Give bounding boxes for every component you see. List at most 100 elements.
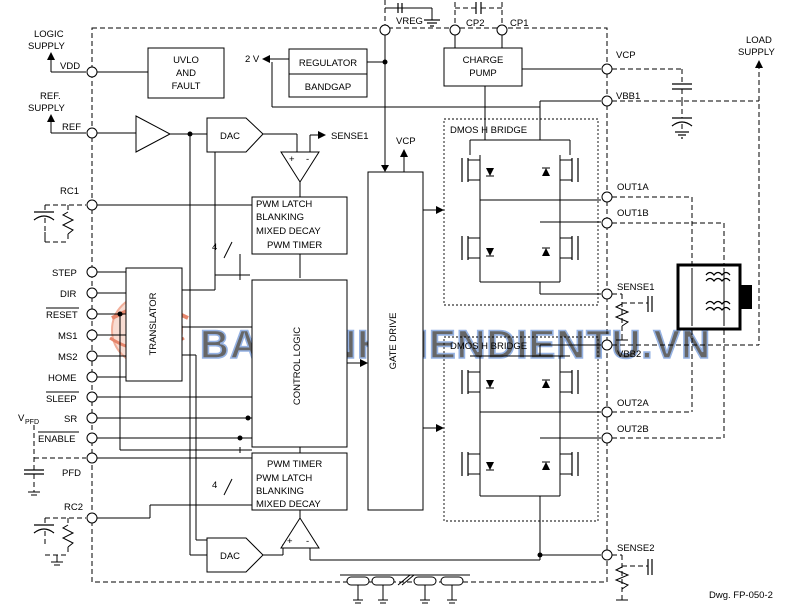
pwm-bottom-line-1: PWM TIMER [267, 459, 322, 470]
uvlo-label-1: UVLO [173, 55, 199, 66]
sense2-pin [601, 549, 613, 561]
step-pin [86, 266, 98, 278]
pfd-pin [86, 452, 98, 464]
fet-2-low-left [461, 412, 494, 496]
gnd-pin-2 [371, 576, 395, 586]
stepper-motor [676, 263, 752, 331]
fet-2-high-right [542, 356, 579, 438]
dmos-h-bridge-2: DMOS H BRIDGE [443, 336, 601, 560]
sense1-pin [601, 288, 613, 300]
cp1-pin [496, 24, 508, 36]
sense1-resistor [614, 303, 630, 327]
rc2-label: RC2 [64, 502, 83, 513]
vcp-internal-label: VCP [396, 136, 416, 147]
dac-top: DAC [206, 117, 298, 153]
uvlo-label-3: FAULT [172, 81, 201, 92]
vbb2-label: VBB2 [617, 349, 641, 360]
comp-top-minus: - [306, 154, 309, 165]
load-supply-label-1: LOAD [746, 35, 772, 46]
dmos1-label: DMOS H BRIDGE [450, 125, 527, 136]
fet-1-low-right [542, 222, 579, 282]
sense1-label: SENSE1 [617, 282, 655, 293]
home-pin [86, 371, 98, 383]
fet-2-high-left [461, 356, 494, 412]
vcp-internal: VCP [396, 136, 416, 172]
vbb2-pin [601, 339, 613, 351]
out2a-label: OUT2A [617, 398, 649, 409]
out2b-pin [601, 432, 613, 444]
sr-label: SR [64, 414, 77, 425]
gnd-pin-3 [413, 576, 437, 586]
motor-coil-1 [705, 271, 731, 276]
logic-supply: LOGIC SUPPLY VDD [28, 29, 148, 78]
enable-label: ENABLE [38, 434, 76, 445]
step-label: STEP [52, 268, 77, 279]
dac-bottom-label: DAC [220, 551, 240, 562]
ref-supply-label-1: REF. [40, 91, 61, 102]
pfd-label: PFD [62, 468, 81, 479]
translator-label: TRANSLATOR [148, 292, 159, 355]
rc1-network: RC1 [33, 186, 252, 243]
charge-pump-label-2: PUMP [469, 68, 496, 79]
cp2-label: CP2 [466, 18, 484, 29]
rc2-pin [86, 512, 98, 524]
sleep-label: SLEEP [46, 394, 77, 405]
pwm-top-line-4: PWM TIMER [267, 240, 322, 251]
top-pins: VREG CP2 CP1 [379, 0, 528, 36]
ms1-label: MS1 [58, 331, 78, 342]
vreg-label: VREG [396, 16, 423, 27]
sense1-ref-label: SENSE1 [331, 131, 369, 142]
ic-outline [91, 27, 608, 583]
drawing-number: Dwg. FP-050-2 [709, 590, 773, 601]
rc1-label: RC1 [60, 186, 79, 197]
control-logic-block: CONTROL LOGIC [237, 279, 368, 448]
ref-pin [86, 127, 98, 139]
fet-2-low-right [542, 438, 579, 496]
pwm-top-line-2: BLANKING [256, 212, 304, 223]
right-pins: VCP VBB1 LOAD SUPPLY OUT1A OUT1B SENSE1 [601, 35, 775, 596]
reset-pin [86, 308, 98, 320]
enable-pin [86, 432, 98, 444]
sr-pin [86, 412, 98, 424]
vreg-pin [379, 24, 391, 36]
comp-bottom-minus: - [306, 536, 309, 547]
charge-pump-block: CHARGE PUMP [443, 35, 601, 107]
dir-label: DIR [60, 289, 77, 300]
fet-1-high-right [542, 155, 579, 222]
regulator-block: REGULATOR BANDGAP 2 V [245, 48, 485, 108]
fet-1-high-left [461, 155, 494, 200]
pwm-top-line-3: MIXED DECAY [256, 226, 321, 237]
bandgap-label: BANDGAP [305, 82, 351, 93]
home-label: HOME [48, 373, 77, 384]
vpfd-sub-label: PFD [25, 419, 39, 426]
sense2-resistor [614, 566, 630, 590]
logic-supply-label-1: LOGIC [34, 29, 64, 40]
control-logic-label: CONTROL LOGIC [292, 327, 303, 405]
gnd-pin-1 [346, 576, 370, 586]
dac-bottom: DAC [206, 537, 284, 573]
pwm-bottom-line-3: BLANKING [256, 486, 304, 497]
logic-supply-label-2: SUPPLY [28, 41, 65, 52]
vdd-pin [86, 66, 98, 78]
fet-1-low-left [461, 200, 494, 282]
logic-inputs: STEP DIR RESET MS1 MS2 HOME SLEEP V PFD … [18, 266, 252, 492]
vcp-label: VCP [616, 50, 636, 61]
out1b-pin [601, 217, 613, 229]
dir-pin [86, 287, 98, 299]
sense2-comparator: + - [280, 517, 540, 561]
gnd-pin-4 [440, 576, 464, 586]
vbb1-pin [601, 95, 613, 107]
load-supply-label-2: SUPPLY [738, 47, 775, 58]
out1a-label: OUT1A [617, 182, 649, 193]
vcp-pin [601, 63, 613, 75]
vdd-label: VDD [60, 61, 80, 72]
bus-width-bottom: 4 [212, 480, 217, 491]
out1a-pin [601, 191, 613, 203]
gate-drive-label: GATE DRIVE [388, 313, 399, 370]
regulator-label: REGULATOR [299, 58, 357, 69]
sense2-label: SENSE2 [617, 543, 655, 554]
motor-coil-2 [705, 300, 731, 305]
comp-top-plus: + [289, 154, 295, 165]
vbb1-label: VBB1 [616, 91, 640, 102]
